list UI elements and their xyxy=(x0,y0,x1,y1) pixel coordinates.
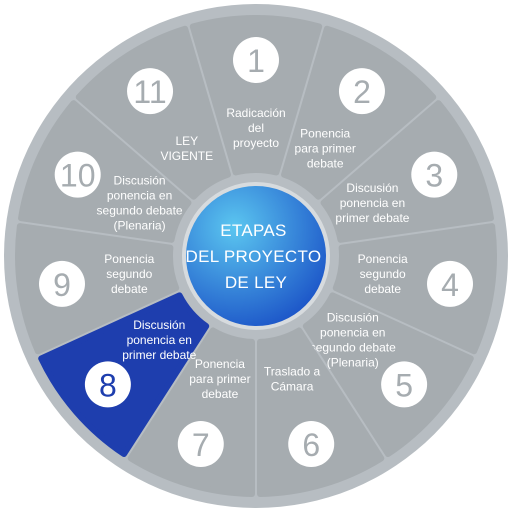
stage-number-6: 6 xyxy=(302,427,320,463)
stage-label-1-line-2: del xyxy=(248,121,264,135)
stage-label-2-line-1: Ponencia xyxy=(300,126,350,140)
stage-number-circle-5 xyxy=(381,361,428,408)
stage-label-7-line-3: debate xyxy=(202,387,239,401)
stage-number-circle-10 xyxy=(54,151,101,198)
stage-number-10: 10 xyxy=(60,158,96,194)
stage-number-3: 3 xyxy=(425,158,443,194)
stage-number-1: 1 xyxy=(247,43,265,79)
center-title-line-3: DE LEY xyxy=(225,273,287,292)
stage-number-7: 7 xyxy=(192,427,210,463)
stage-label-8-line-3: primer debate xyxy=(122,348,196,362)
center-title: ETAPAS DEL PROYECTO DE LEY xyxy=(186,221,327,292)
stage-label-4-line-3: debate xyxy=(364,282,401,296)
stage-label-2-line-2: para primer xyxy=(295,141,356,155)
stage-label-7-line-2: para primer xyxy=(189,372,250,386)
stage-number-circle-4 xyxy=(427,260,474,307)
stage-wedge-1 xyxy=(189,15,323,176)
stage-label-10-line-2: ponencia en xyxy=(107,188,172,202)
stage-label-4-line-2: segundo xyxy=(360,267,406,281)
stage-wedge-9 xyxy=(15,223,180,355)
stage-label-11-line-1: LEY xyxy=(175,134,198,148)
stage-label-11-line-2: VIGENTE xyxy=(160,149,213,163)
stage-label-9-line-1: Ponencia xyxy=(104,252,154,266)
stage-label-8-line-2: ponencia en xyxy=(127,333,192,347)
stage-label-4-line-1: Ponencia xyxy=(358,252,408,266)
stage-label-5-line-1: Discusión xyxy=(327,310,379,324)
stage-label-5-line-3: segundo debate xyxy=(310,340,396,354)
center-title-line-2: DEL PROYECTO xyxy=(186,247,322,266)
stage-wedge-10 xyxy=(18,100,192,243)
stage-number-circle-3 xyxy=(411,151,458,198)
stage-label-7-line-1: Ponencia xyxy=(195,357,245,371)
stage-number-circle-9 xyxy=(38,260,85,307)
center-title-line-1: ETAPAS xyxy=(220,221,286,240)
stage-number-circle-7 xyxy=(177,421,224,468)
stage-number-circle-1 xyxy=(233,37,279,83)
stage-label-9-line-2: segundo xyxy=(106,267,152,281)
stage-label-1-line-3: proyecto xyxy=(233,136,279,150)
stage-number-circle-6 xyxy=(288,421,335,468)
stage-label-3-line-1: Discusión xyxy=(346,181,398,195)
stage-label-9-line-3: debate xyxy=(111,282,148,296)
stage-number-5: 5 xyxy=(395,367,413,403)
center-circle xyxy=(182,182,330,330)
stage-label-5-line-2: ponencia en xyxy=(320,325,385,339)
stage-label-3-line-2: ponencia en xyxy=(340,196,405,210)
stage-label-10-line-3: segundo debate xyxy=(97,203,183,217)
stage-label-6-line-2: Cámara xyxy=(271,379,314,393)
stage-wedge-4 xyxy=(332,223,497,355)
stage-number-circle-8 xyxy=(84,361,131,408)
stage-label-8-line-1: Discusión xyxy=(133,318,185,332)
stage-number-2: 2 xyxy=(353,74,371,110)
stage-label-6-line-1: Traslado a xyxy=(264,364,321,378)
stage-label-10-line-4: (Plenaria) xyxy=(114,218,166,232)
stage-number-4: 4 xyxy=(441,267,459,303)
stage-label-1-line-1: Radicación xyxy=(226,106,285,120)
stage-wedge-3 xyxy=(320,100,494,243)
stage-label-5-line-4: (Plenaria) xyxy=(327,355,379,369)
stage-label-10-line-1: Discusión xyxy=(114,173,166,187)
stage-number-11: 11 xyxy=(133,74,166,110)
stage-label-2-line-3: debate xyxy=(307,156,344,170)
stage-number-9: 9 xyxy=(53,267,71,303)
stage-number-8: 8 xyxy=(99,367,117,403)
stage-number-circle-2 xyxy=(338,68,385,115)
stage-number-circle-11 xyxy=(127,68,174,115)
stage-label-3-line-3: primer debate xyxy=(335,211,409,225)
